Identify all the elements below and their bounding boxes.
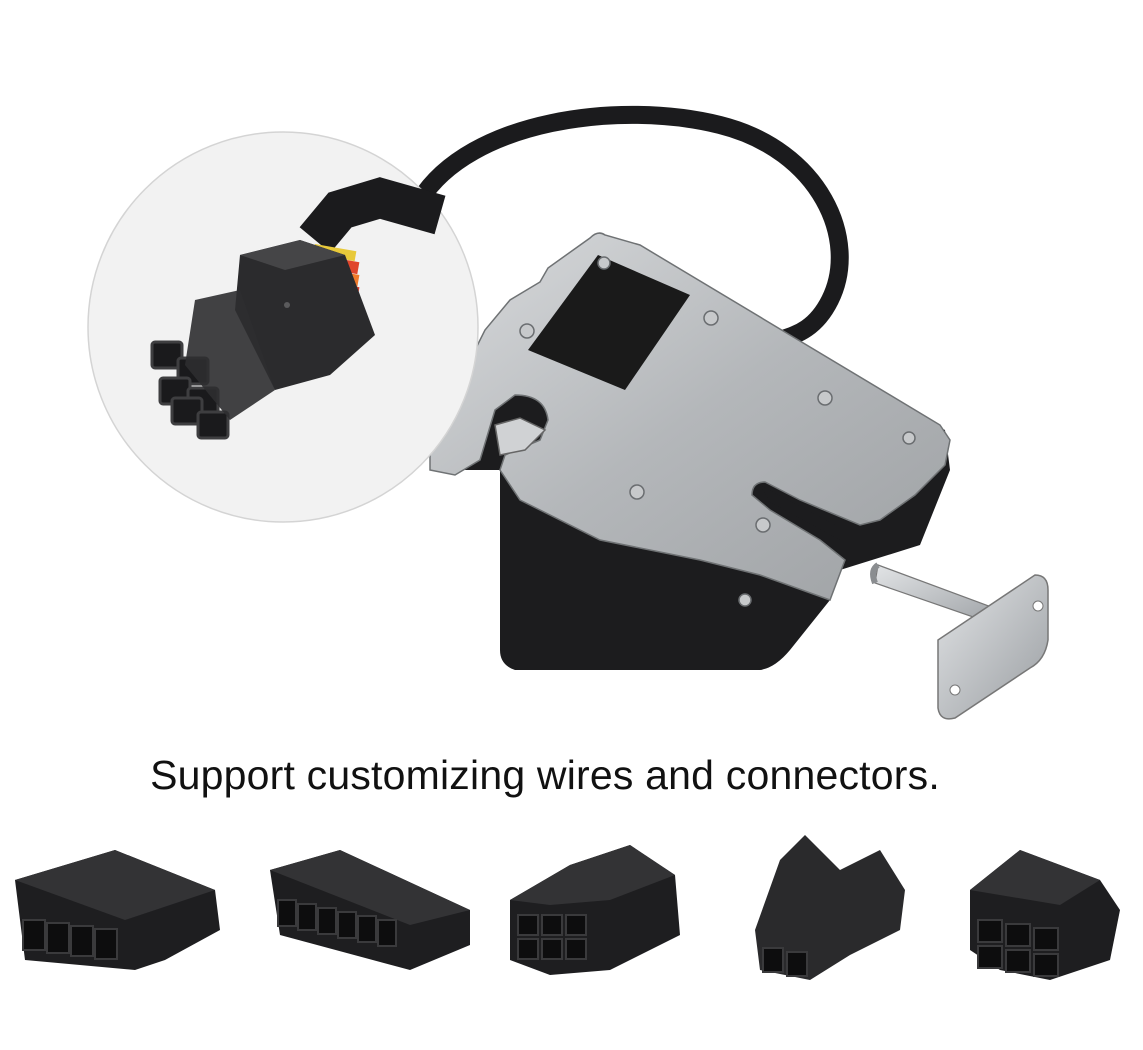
connector-5 [970, 850, 1120, 980]
electronic-lock [429, 232, 951, 670]
lock-label [528, 255, 690, 390]
connector-row [15, 835, 1120, 980]
caption-text: Support customizing wires and connectors… [150, 752, 940, 798]
connector-3 [510, 845, 680, 975]
screws [519, 256, 916, 607]
connector-2 [270, 850, 470, 970]
cable [411, 105, 849, 349]
connector-4 [755, 835, 905, 980]
strike-plate [870, 562, 1049, 720]
connector-1 [15, 850, 220, 970]
connector-closeup-inset [87, 131, 479, 523]
